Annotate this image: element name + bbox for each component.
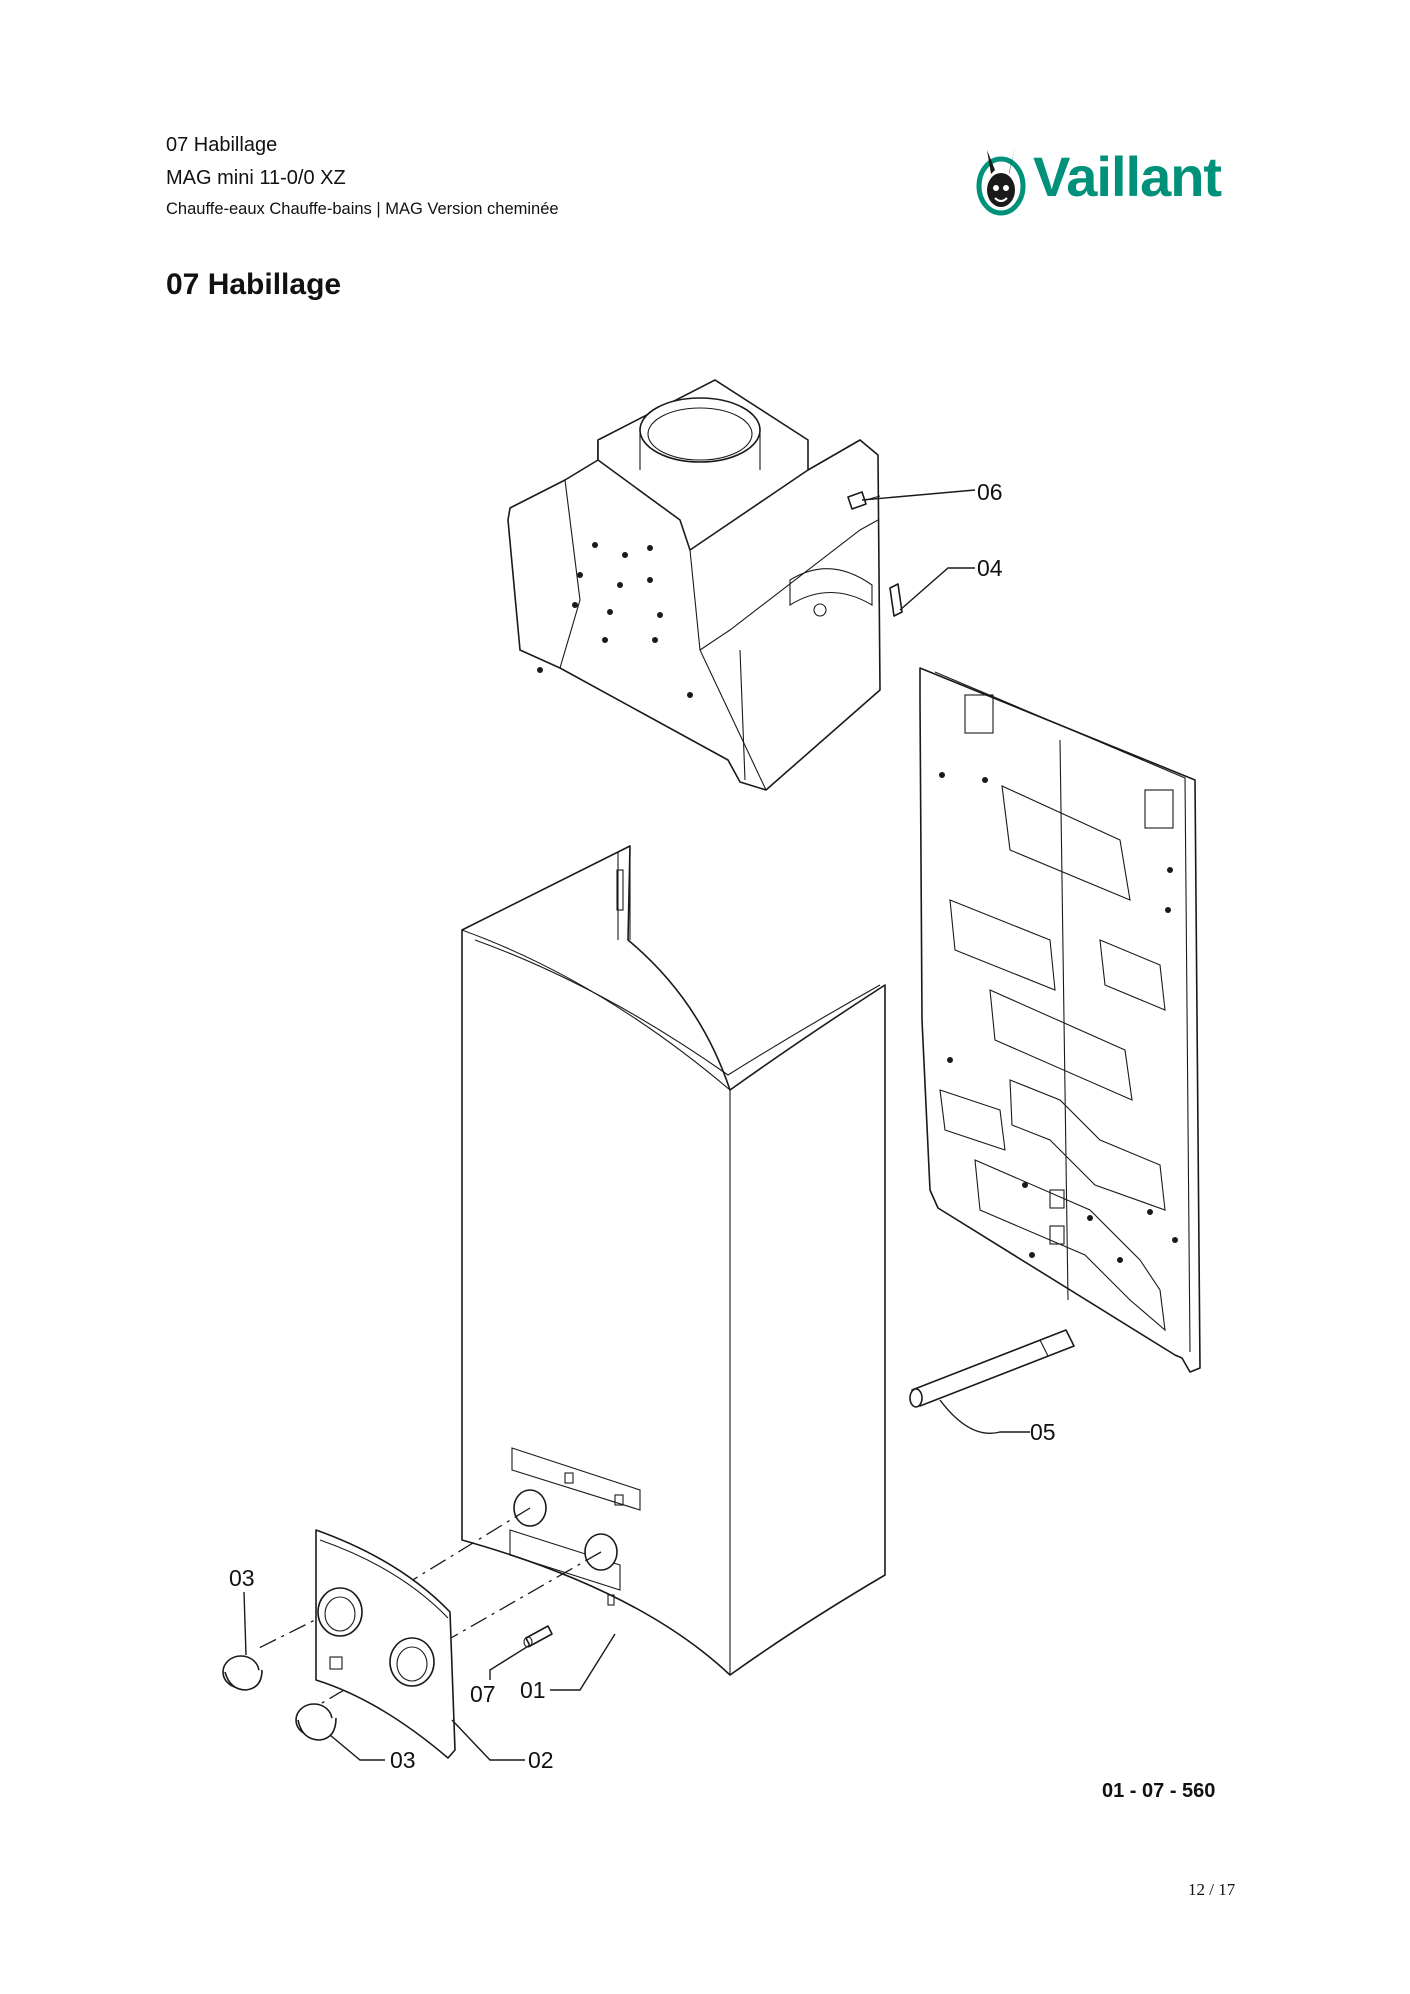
callout-04: 04 (977, 555, 1003, 581)
back-plate-part (919, 667, 1201, 1373)
leader-03a (243, 1591, 247, 1656)
leader-02 (451, 1719, 525, 1761)
logo-wordmark: Vaillant (1033, 145, 1222, 208)
leader-01 (550, 1633, 616, 1691)
callout-03-lower: 03 (390, 1747, 416, 1773)
callout-07: 07 (470, 1681, 496, 1707)
header-category: Chauffe-eaux Chauffe-bains | MAG Version… (166, 200, 559, 218)
callout-02: 02 (528, 1747, 554, 1773)
leader-06 (861, 489, 976, 501)
hare-emblem-icon (976, 148, 1026, 216)
flue-hood-part (507, 379, 881, 791)
section-title: 07 Habillage (166, 268, 342, 301)
knob-03-lower-part (295, 1703, 337, 1741)
page-number: 12 / 17 (1188, 1880, 1236, 1899)
knob-03-upper-part (222, 1655, 263, 1691)
callout-01: 01 (520, 1677, 546, 1703)
control-panel-02-part (315, 1529, 456, 1759)
callout-05: 05 (1030, 1419, 1056, 1445)
leader-03b (329, 1734, 385, 1761)
leader-04 (899, 567, 975, 611)
spacer-rod-05-part (909, 1329, 1075, 1408)
drawing-reference: 01 - 07 - 560 (1102, 1780, 1216, 1802)
callout-06: 06 (977, 479, 1003, 505)
header-model: MAG mini 11-0/0 XZ (166, 167, 346, 189)
callout-03-upper: 03 (229, 1565, 255, 1591)
page-header: 07 Habillage MAG mini 11-0/0 XZ Chauffe-… (166, 134, 559, 219)
front-casing-01-part (461, 845, 886, 1676)
header-section-ref: 07 Habillage (166, 134, 278, 156)
leader-07 (489, 1644, 531, 1680)
screw-07-part (523, 1625, 553, 1648)
clip-04-part (889, 583, 903, 617)
vaillant-logo: Vaillant (975, 142, 1251, 220)
leader-05 (939, 1399, 1030, 1434)
